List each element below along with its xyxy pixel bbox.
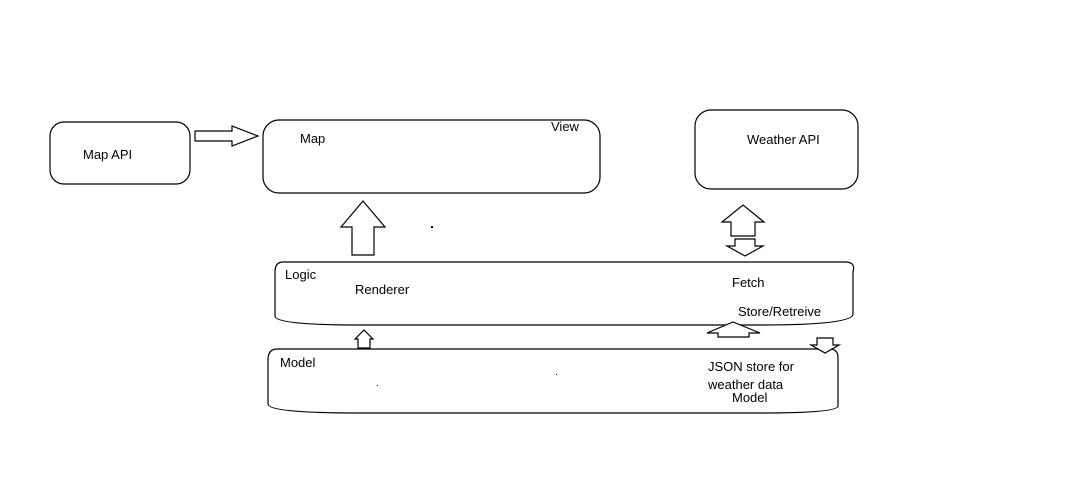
logic-to-weather-api-arrow bbox=[720, 204, 766, 237]
stray-dot bbox=[431, 226, 433, 228]
view-map-label: Map bbox=[300, 131, 325, 146]
model-title: Model bbox=[280, 355, 316, 370]
store-to-model-arrow bbox=[808, 337, 842, 354]
json-store-line1: JSON store for bbox=[708, 359, 795, 374]
renderer-label: Renderer bbox=[355, 282, 410, 297]
fetch-label: Fetch bbox=[732, 275, 765, 290]
logic-band bbox=[274, 261, 855, 326]
logic-to-view-arrow bbox=[339, 200, 387, 256]
weather-api-to-logic-arrow bbox=[724, 238, 766, 257]
model-to-renderer-arrow bbox=[353, 329, 375, 349]
weather-api-box bbox=[694, 109, 859, 190]
model-band bbox=[267, 348, 839, 414]
view-box bbox=[262, 119, 601, 194]
weather-api-label: Weather API bbox=[747, 132, 820, 147]
map-api-box bbox=[49, 121, 191, 185]
map-api-to-view-arrow bbox=[194, 125, 260, 147]
view-title: View bbox=[551, 119, 580, 134]
stray-dot bbox=[556, 374, 557, 375]
store-retrieve-label: Store/Retreive bbox=[738, 304, 821, 319]
model-to-store-arrow bbox=[706, 321, 761, 338]
logic-title: Logic bbox=[285, 267, 317, 282]
stray-dot bbox=[377, 385, 378, 386]
map-api-label: Map API bbox=[83, 147, 132, 162]
json-store-line3: Model bbox=[732, 390, 768, 405]
json-store-line2: weather data bbox=[707, 377, 784, 392]
